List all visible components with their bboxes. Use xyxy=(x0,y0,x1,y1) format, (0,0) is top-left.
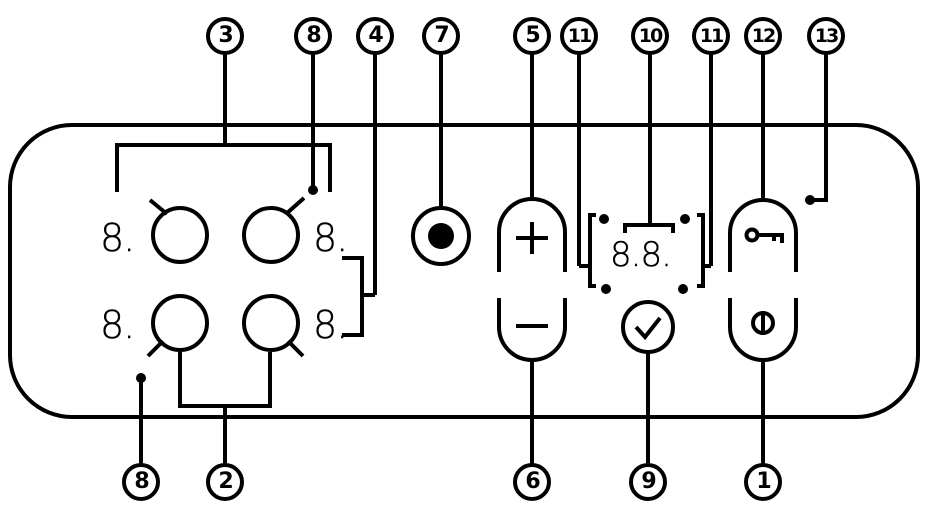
callout-13: 13 xyxy=(807,17,845,55)
zone-display-top-left: 8. xyxy=(100,216,136,260)
indicator-dot-top-right-zone xyxy=(308,185,318,195)
timer-dot-bottom-right xyxy=(678,284,688,294)
callout-3: 3 xyxy=(206,17,244,55)
plus-minus-pill-bottom xyxy=(497,298,567,362)
callout-4: 4 xyxy=(356,17,394,55)
timer-check-button[interactable] xyxy=(623,302,673,352)
zone-knob-bottom-left-button[interactable] xyxy=(153,296,207,350)
callout-12: 12 xyxy=(744,17,782,55)
indicator-dot-bottom-left-zone xyxy=(136,373,146,383)
bridge-button[interactable] xyxy=(413,208,469,264)
zone-display-top-right: 8. xyxy=(313,216,349,260)
plus-minus-pill-top xyxy=(497,197,567,272)
bridge-button-ring xyxy=(411,206,471,266)
panel-outline xyxy=(8,123,920,419)
callout-8-top: 8 xyxy=(294,17,332,55)
zone-knob-bottom-right xyxy=(242,294,300,352)
zone-knob-top-right-button[interactable] xyxy=(244,208,298,262)
zone-knob-bottom-right-button[interactable] xyxy=(244,296,298,350)
key-power-pill-bottom xyxy=(728,298,798,362)
callout-11-right: 11 xyxy=(692,17,730,55)
zone-knob-bottom-left xyxy=(151,294,209,352)
callout-8-bottom: 8 xyxy=(122,463,160,501)
callout-10: 10 xyxy=(631,17,669,55)
callout-2: 2 xyxy=(206,463,244,501)
callout-6: 6 xyxy=(513,463,551,501)
indicator-dot-13 xyxy=(805,195,815,205)
callout-1: 1 xyxy=(744,463,782,501)
key-lock-button[interactable] xyxy=(730,200,796,272)
zone-knob-top-right xyxy=(242,206,300,264)
key-power-pill-top xyxy=(728,198,798,272)
minus-button[interactable] xyxy=(499,298,565,360)
callout-5: 5 xyxy=(513,17,551,55)
zone-display-bottom-left: 8. xyxy=(100,303,136,347)
callout-7: 7 xyxy=(422,17,460,55)
zone-knob-top-left xyxy=(151,206,209,264)
zone-knob-top-left-button[interactable] xyxy=(153,208,207,262)
callout-9: 9 xyxy=(629,463,667,501)
plus-button[interactable] xyxy=(499,200,565,272)
power-button[interactable] xyxy=(730,298,796,360)
timer-dot-top-right xyxy=(680,214,690,224)
timer-display: 8.8. xyxy=(610,235,672,275)
bridge-dot-icon xyxy=(428,223,454,249)
timer-dot-top-left xyxy=(599,214,609,224)
timer-dot-bottom-left xyxy=(601,284,611,294)
callout-11-left: 11 xyxy=(560,17,598,55)
zone-display-bottom-right: 8. xyxy=(313,303,349,347)
